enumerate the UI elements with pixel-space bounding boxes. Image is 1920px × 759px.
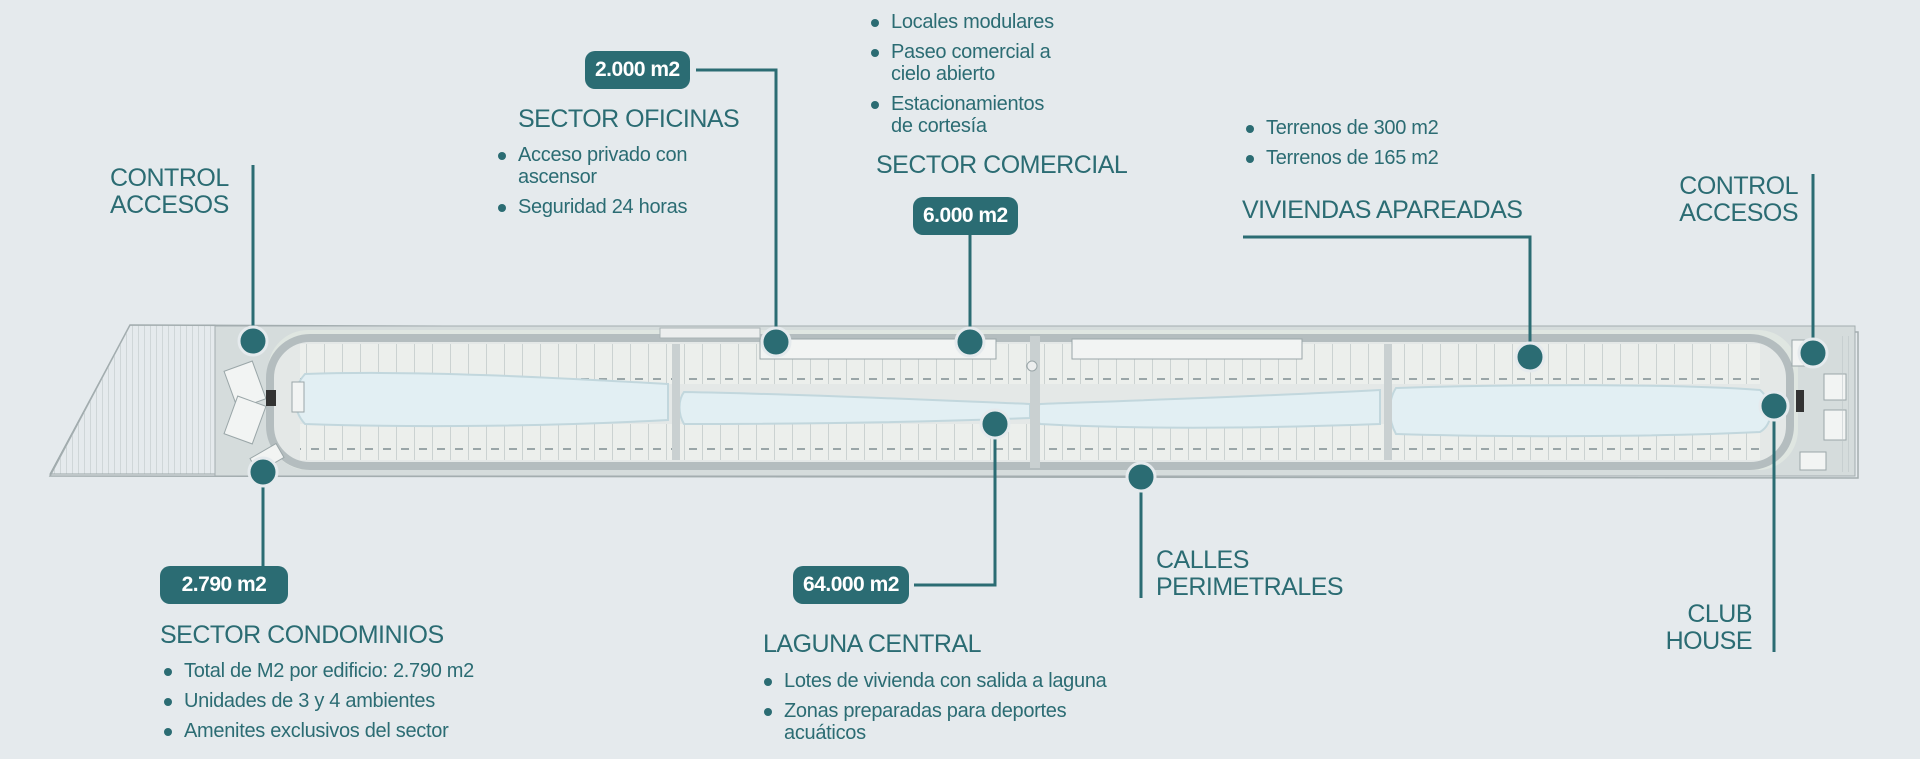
pin-laguna	[979, 408, 1011, 440]
oficinas-bullet: Seguridad 24 horas	[498, 196, 758, 218]
club-house-label: CLUB HOUSE	[1665, 600, 1753, 655]
comercial-bullets: Locales modulares Paseo comercial a ciel…	[869, 11, 1131, 145]
comercial-bullet: Estacionamientos de cortesía	[871, 93, 1131, 137]
pin-club	[1758, 390, 1790, 422]
oficinas-bullets: Acceso privado con ascensor Seguridad 24…	[496, 144, 758, 226]
oficinas-bullet: Acceso privado con ascensor	[498, 144, 758, 188]
comercial-bullet: Locales modulares	[871, 11, 1131, 33]
laguna-area-badge: 64.000 m2	[793, 566, 909, 604]
calles-label: CALLES PERIMETRALES	[1156, 546, 1344, 601]
laguna-title: LAGUNA CENTRAL	[763, 630, 982, 658]
pin-viviendas	[1514, 341, 1546, 373]
oficinas-title: SECTOR OFICINAS	[518, 105, 740, 133]
leader-oficinas	[696, 68, 778, 342]
condominios-bullets: Total de M2 por edificio: 2.790 m2 Unida…	[162, 660, 584, 750]
condominios-bullet: Total de M2 por edificio: 2.790 m2	[164, 660, 584, 682]
pin-oficinas	[760, 326, 792, 358]
oficinas-area-badge: 2.000 m2	[585, 51, 690, 89]
condominios-area-badge: 2.790 m2	[160, 566, 288, 604]
laguna-bullet: Lotes de vivienda con salida a laguna	[764, 670, 1184, 692]
comercial-bullet: Paseo comercial a cielo abierto	[871, 41, 1131, 85]
lagoon-2	[678, 390, 1031, 426]
pin-control-right	[1797, 337, 1829, 369]
pin-calles	[1125, 461, 1157, 493]
condominios-bullet: Unidades de 3 y 4 ambientes	[164, 690, 584, 712]
pin-condominios	[247, 456, 279, 488]
viviendas-title: VIVIENDAS APAREADAS	[1242, 196, 1523, 224]
comercial-area-badge: 6.000 m2	[913, 197, 1018, 235]
laguna-bullets: Lotes de vivienda con salida a laguna Zo…	[762, 670, 1184, 752]
control-accesos-left-label: CONTROL ACCESOS	[110, 164, 229, 219]
lagoon-4	[1389, 384, 1772, 438]
control-accesos-right-label: CONTROL ACCESOS	[1679, 172, 1798, 227]
laguna-bullet: Zonas preparadas para deportes acuáticos	[764, 700, 1184, 744]
condominios-title: SECTOR CONDOMINIOS	[160, 621, 444, 649]
left-field	[49, 324, 216, 475]
viviendas-bullets: Terrenos de 300 m2 Terrenos de 165 m2	[1244, 117, 1506, 177]
leader-viviendas	[1243, 235, 1532, 356]
pin-comercial	[954, 326, 986, 358]
lagoon-1	[294, 371, 669, 428]
viviendas-bullet: Terrenos de 300 m2	[1246, 117, 1506, 139]
leader-laguna	[914, 424, 997, 587]
pin-control-left	[237, 325, 269, 357]
comercial-title: SECTOR COMERCIAL	[876, 151, 1128, 179]
condominios-bullet: Amenites exclusivos del sector	[164, 720, 584, 742]
viviendas-bullet: Terrenos de 165 m2	[1246, 147, 1506, 169]
